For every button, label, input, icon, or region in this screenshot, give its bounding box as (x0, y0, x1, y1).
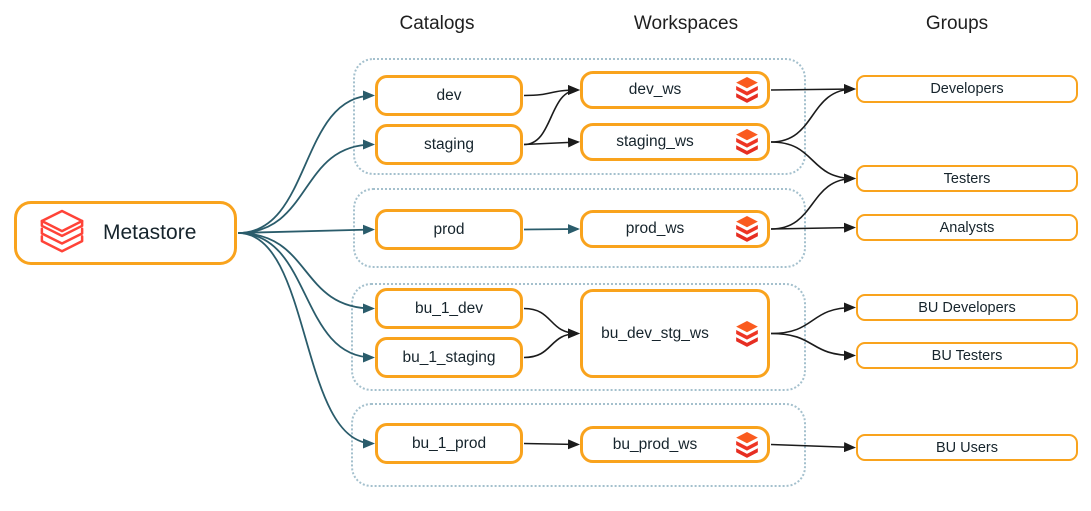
edge-metastore-to-bu_1_dev (237, 232, 375, 314)
databricks-logo-icon (736, 431, 758, 458)
group-label: BU Developers (918, 299, 1016, 316)
group-node-developers: Developers (856, 75, 1078, 103)
databricks-logo-icon (736, 320, 758, 347)
workspace-node-bu-dev-stg-ws: bu_dev_stg_ws (580, 289, 770, 378)
catalog-label: prod (433, 220, 465, 238)
workspace-label: prod_ws (625, 220, 685, 237)
workspace-label: bu_dev_stg_ws (601, 324, 709, 342)
edge-dev_ws-to-developers (770, 84, 856, 95)
catalog-label: bu_1_prod (411, 434, 487, 452)
group-node-analysts: Analysts (856, 214, 1078, 241)
databricks-logo-icon (736, 216, 758, 242)
column-header-catalogs: Catalogs (399, 13, 475, 34)
group-node-bu-developers: BU Developers (856, 294, 1078, 321)
catalog-node-prod: prod (375, 209, 523, 250)
databricks-outline-icon (40, 209, 84, 253)
group-node-bu-users: BU Users (856, 434, 1078, 461)
edge-staging-to-dev_ws (523, 85, 580, 146)
edge-bu_dev_stg_ws-to-bu_testers (770, 332, 856, 361)
catalog-label: dev (436, 86, 462, 104)
catalog-node-bu-1-staging: bu_1_staging (375, 337, 523, 378)
edge-prod-to-prod_ws (523, 224, 580, 235)
edge-staging_ws-to-developers (770, 84, 856, 143)
edge-prod_ws-to-analysts (770, 222, 856, 233)
edge-metastore-to-prod (237, 224, 375, 235)
workspace-node-prod-ws: prod_ws (580, 210, 770, 248)
workspace-label: bu_prod_ws (612, 435, 698, 453)
workspace-label: dev_ws (628, 81, 682, 98)
env-zone-dev-staging (353, 58, 806, 175)
catalog-node-staging: staging (375, 124, 523, 165)
workspace-node-dev-ws: dev_ws (580, 71, 770, 109)
edge-staging-to-staging_ws (523, 137, 580, 148)
workspace-node-staging-ws: staging_ws (580, 123, 770, 161)
metastore-node: Metastore (14, 201, 237, 265)
databricks-logo-icon (736, 77, 758, 103)
edge-metastore-to-dev (237, 90, 375, 234)
catalog-label: bu_1_dev (414, 299, 484, 317)
catalog-label: bu_1_staging (402, 348, 496, 366)
workspace-label: staging_ws (616, 133, 694, 150)
group-label: Testers (943, 170, 991, 187)
group-label: BU Users (935, 439, 999, 456)
edge-bu_1_staging-to-bu_dev_stg_ws (523, 328, 580, 359)
edge-bu_1_prod-to-bu_prod_ws (523, 439, 580, 450)
group-node-testers: Testers (856, 165, 1078, 192)
edge-metastore-to-bu_1_staging (237, 232, 375, 363)
group-label: BU Testers (931, 347, 1003, 364)
catalog-node-bu-1-prod: bu_1_prod (375, 423, 523, 464)
edge-prod_ws-to-testers (770, 173, 856, 230)
catalog-node-dev: dev (375, 75, 523, 116)
edge-metastore-to-staging (237, 139, 375, 234)
metastore-label: Metastore (103, 221, 197, 244)
group-label: Analysts (939, 219, 995, 236)
env-zone-bu-dev-staging (351, 283, 806, 391)
catalog-node-bu-1-dev: bu_1_dev (375, 288, 523, 329)
edge-metastore-to-bu_1_prod (237, 232, 375, 449)
workspace-node-bu-prod-ws: bu_prod_ws (580, 426, 770, 463)
column-header-workspaces: Workspaces (633, 13, 739, 34)
edge-bu_prod_ws-to-bu_users (770, 442, 856, 453)
edge-bu_1_dev-to-bu_dev_stg_ws (523, 307, 580, 339)
catalog-label: staging (424, 135, 474, 153)
edge-staging_ws-to-testers (770, 141, 856, 184)
databricks-logo-icon (736, 129, 758, 155)
group-node-bu-testers: BU Testers (856, 342, 1078, 369)
column-header-groups: Groups (925, 13, 989, 34)
edge-bu_dev_stg_ws-to-bu_developers (770, 302, 856, 335)
group-label: Developers (930, 81, 1004, 97)
